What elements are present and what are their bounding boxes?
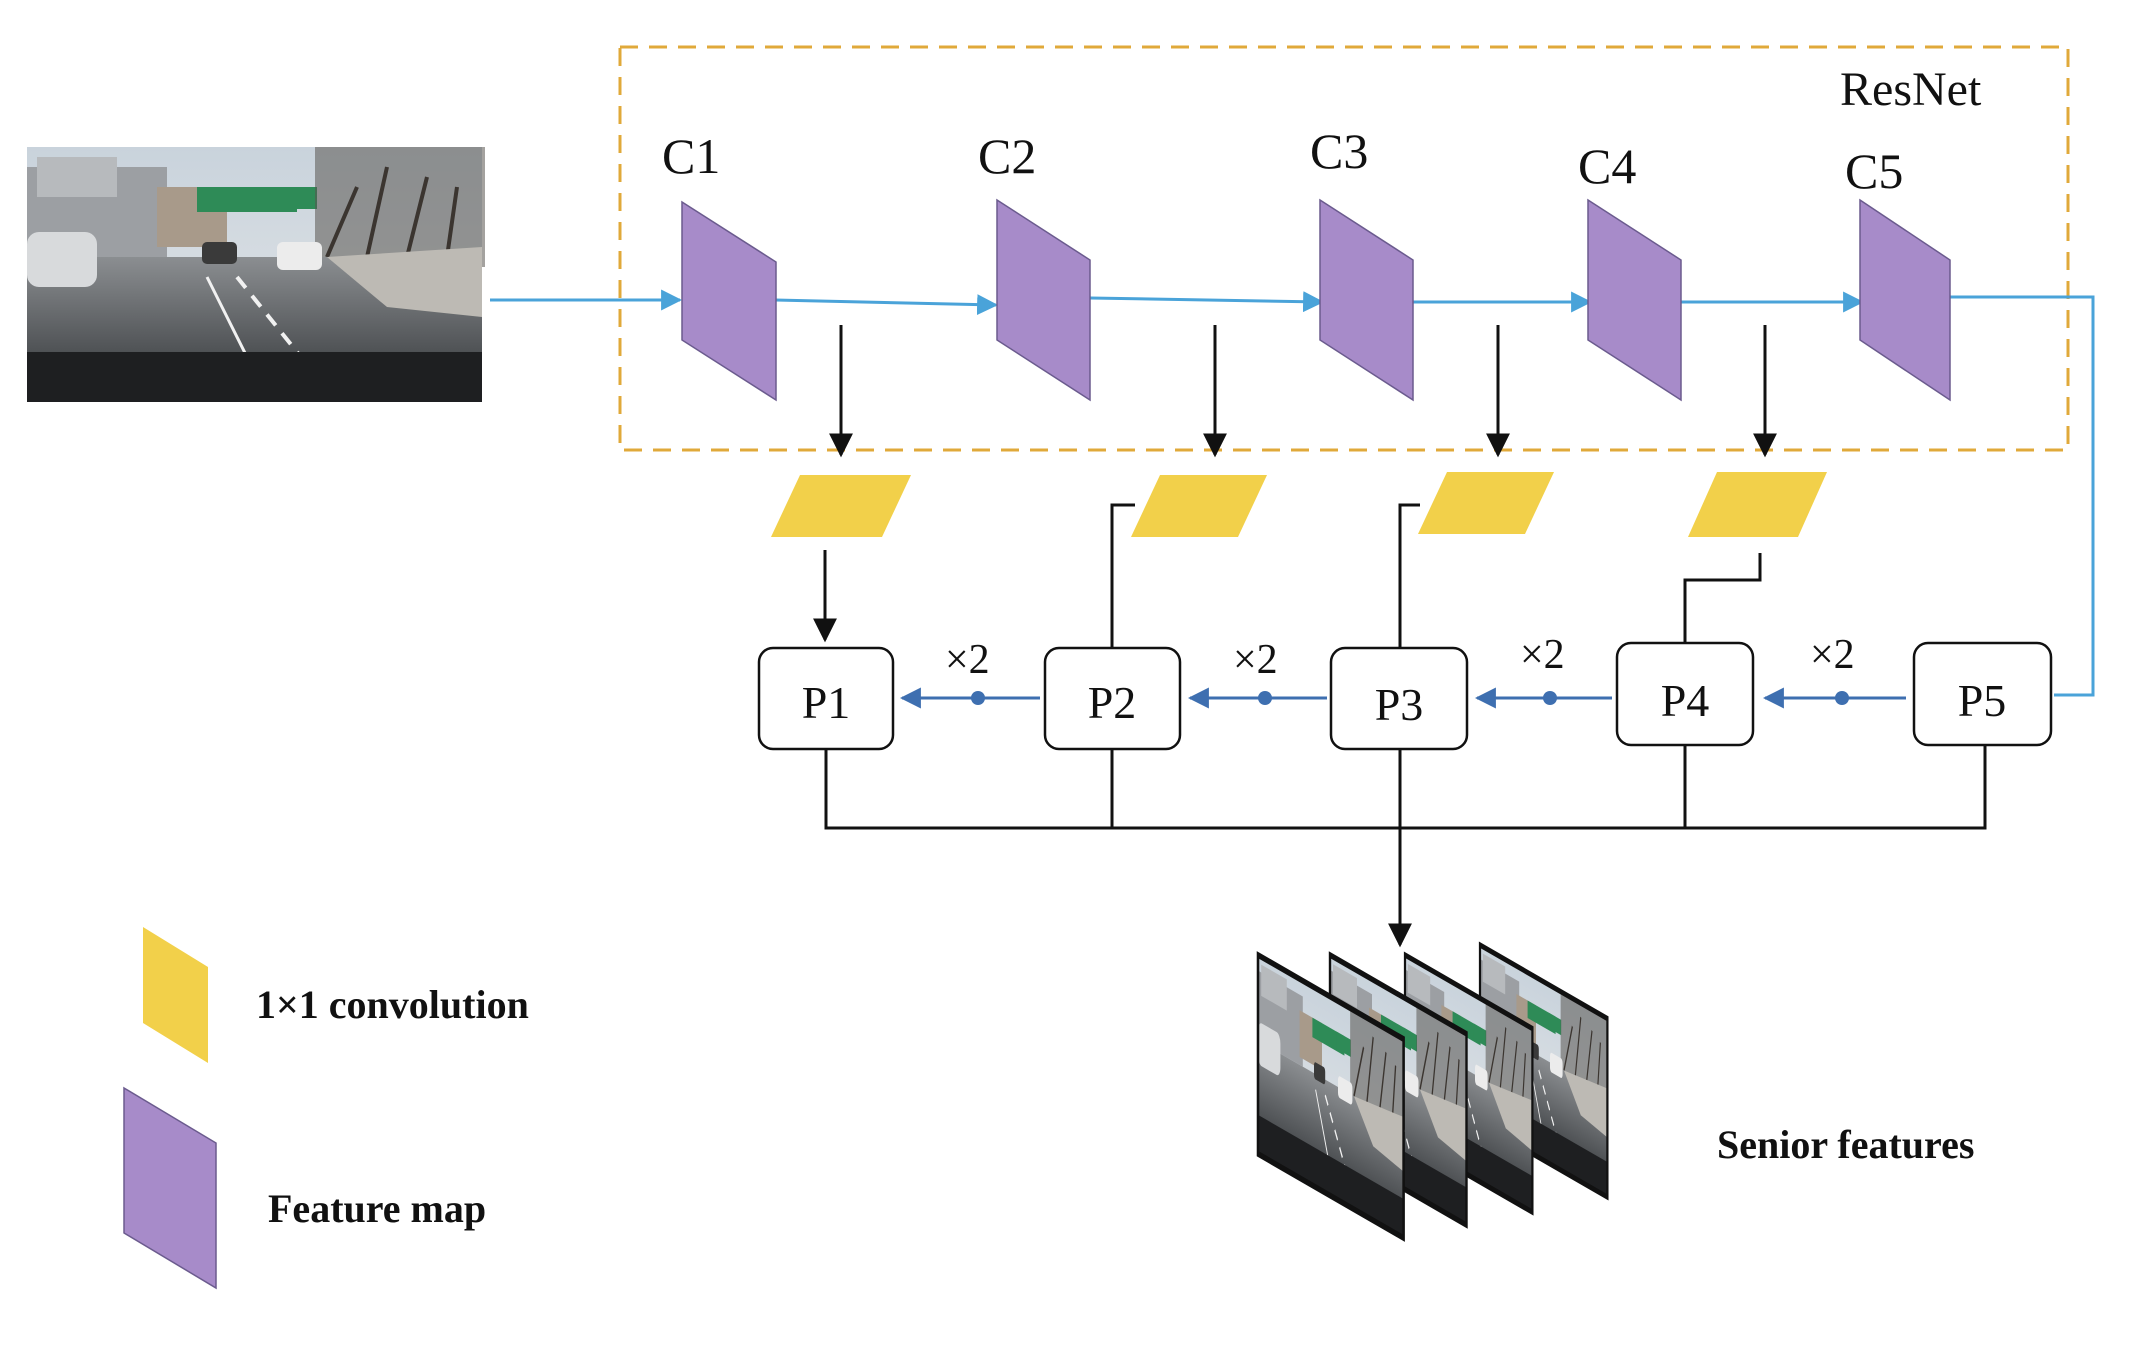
pyramid-node-p3: P3 bbox=[1329, 646, 1469, 751]
input-road-image bbox=[25, 145, 487, 404]
conv-1x1-p4 bbox=[1688, 472, 1827, 537]
feature-map-c5: C5 bbox=[1845, 143, 1951, 402]
conv-1x1-p3 bbox=[1418, 472, 1554, 534]
pyramid-label-p1: P1 bbox=[802, 677, 851, 728]
pyramid-node-p2: P2 bbox=[1043, 646, 1182, 751]
conv-1x1-p1 bbox=[771, 475, 911, 537]
feature-map-c1: C1 bbox=[662, 128, 777, 402]
feature-map-c3: C3 bbox=[1310, 123, 1414, 402]
pyramid-node-p1: P1 bbox=[757, 646, 895, 751]
pyramid-label-p3: P3 bbox=[1375, 679, 1424, 730]
conv-to-pyramid-connectors bbox=[813, 503, 1762, 647]
pyramid-node-p5: P5 bbox=[1912, 641, 2053, 747]
conv-1x1-p2 bbox=[1131, 475, 1267, 537]
backbone-flow-arrows bbox=[490, 289, 2095, 697]
upsample-arrows bbox=[899, 687, 1906, 709]
pyramid-label-p2: P2 bbox=[1088, 677, 1137, 728]
legend: 1×1 convolution Feature map bbox=[123, 927, 529, 1290]
upsample-label-p2-p1: ×2 bbox=[945, 637, 990, 683]
stage-label-c1: C1 bbox=[662, 128, 720, 184]
legend-conv-label: 1×1 convolution bbox=[256, 982, 529, 1027]
lateral-down-arrows bbox=[829, 325, 1777, 458]
stage-label-c4: C4 bbox=[1578, 138, 1636, 194]
output-merge-connectors bbox=[824, 745, 1987, 948]
upsample-label-p4-p3: ×2 bbox=[1520, 632, 1565, 678]
upsample-label-p3-p2: ×2 bbox=[1233, 637, 1278, 683]
senior-features-stack bbox=[1256, 941, 1610, 1242]
conv-1x1-blocks bbox=[771, 472, 1827, 537]
legend-feature-map-swatch bbox=[123, 1086, 217, 1290]
legend-conv-swatch bbox=[143, 927, 208, 1063]
senior-features-label: Senior features bbox=[1717, 1122, 1974, 1167]
upsample-label-p5-p4: ×2 bbox=[1810, 632, 1855, 678]
feature-map-c4: C4 bbox=[1578, 138, 1682, 402]
resnet-label: ResNet bbox=[1840, 63, 1982, 116]
feature-map-c2: C2 bbox=[978, 128, 1091, 402]
stage-label-c3: C3 bbox=[1310, 123, 1368, 179]
legend-feature-map-label: Feature map bbox=[268, 1186, 486, 1231]
pyramid-node-p4: P4 bbox=[1615, 641, 1755, 747]
pyramid-label-p4: P4 bbox=[1661, 675, 1710, 726]
pyramid-label-p5: P5 bbox=[1958, 675, 2007, 726]
stage-label-c5: C5 bbox=[1845, 143, 1903, 199]
stage-label-c2: C2 bbox=[978, 128, 1036, 184]
